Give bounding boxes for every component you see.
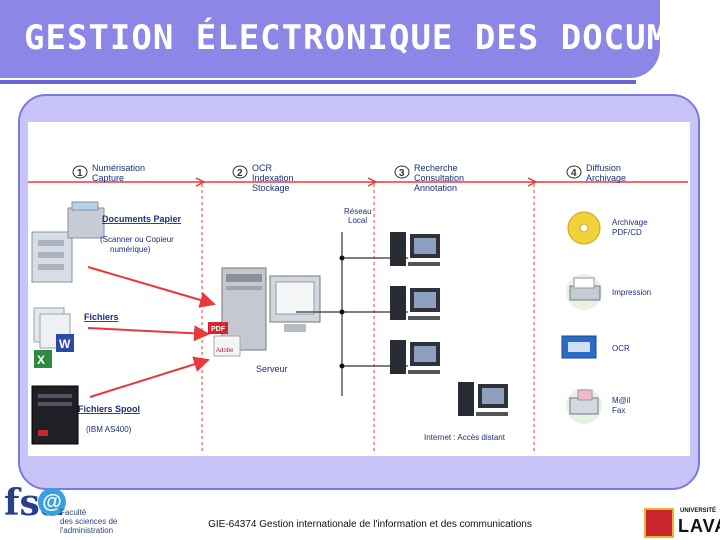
step-label: Diffusion	[586, 163, 621, 173]
output-label: PDF/CD	[612, 228, 642, 237]
output-label: OCR	[612, 344, 630, 353]
workstation-icon	[390, 286, 440, 320]
step-number: 1	[77, 168, 83, 179]
source-papier-label: Documents Papier	[102, 214, 182, 224]
diagram-panel: 1 Numérisation Capture 2 OCR Indexation …	[28, 122, 690, 456]
adobe-doc-text: Adobe	[216, 348, 234, 354]
remote-workstation-icon	[458, 382, 508, 416]
output-label: Archivage	[612, 218, 648, 227]
output-label: Fax	[612, 406, 625, 415]
timeline-arrow	[527, 177, 538, 187]
step-3: 3 Recherche Consultation Annotation	[394, 163, 464, 193]
output-label: Impression	[612, 288, 651, 297]
flow-arrow-papier	[87, 266, 216, 308]
ged-diagram: 1 Numérisation Capture 2 OCR Indexation …	[28, 163, 688, 452]
step-number-badge	[72, 165, 88, 179]
svg-text:X: X	[37, 353, 45, 367]
source-papier-note: numérique)	[110, 245, 151, 254]
adobe-doc-icon	[213, 335, 241, 357]
step-label: Consultation	[414, 173, 464, 183]
network-label: Réseau	[344, 207, 372, 216]
laval-logo: UNIVERSITÉ LAVAL	[640, 506, 720, 540]
source-papier-note: (Scanner ou Copieur	[100, 235, 174, 244]
source-spool-note: (IBM AS400)	[86, 425, 132, 434]
fsa-logo-at: @	[38, 488, 66, 516]
step-label: Recherche	[414, 163, 458, 173]
server-label: Serveur	[256, 364, 288, 374]
step-number: 4	[571, 168, 577, 179]
printer-icon	[566, 274, 602, 310]
pdf-badge-icon	[208, 322, 228, 334]
step-1: 1 Numérisation Capture	[72, 163, 145, 183]
slide-title: GESTION ÉLECTRONIQUE DES DOCUMENTS	[24, 18, 720, 58]
scanner-icon	[31, 201, 105, 283]
network-label: Local	[348, 216, 367, 225]
output-label: M@il	[612, 396, 631, 405]
laval-crest-icon	[644, 508, 674, 538]
laval-logo-big: LAVAL	[678, 516, 720, 536]
step-number: 3	[399, 168, 405, 179]
source-fichiers-label: Fichiers	[84, 312, 119, 322]
timeline-arrow	[367, 177, 378, 187]
step-label: Capture	[92, 173, 124, 183]
step-number-badge	[394, 165, 410, 179]
workstation-icon	[390, 340, 440, 374]
title-band	[0, 0, 660, 78]
step-number-badge	[232, 165, 248, 179]
workstation-icon	[390, 232, 440, 266]
svg-text:W: W	[59, 337, 71, 351]
step-2: 2 OCR Indexation Stockage	[232, 163, 294, 193]
as400-server-icon	[31, 385, 79, 445]
ocr-software-icon	[561, 335, 597, 359]
step-number: 2	[237, 168, 243, 179]
word-icon	[56, 334, 74, 352]
fsa-logo-name: Faculté des sciences de l'administration	[60, 508, 118, 535]
timeline-arrow	[195, 177, 206, 187]
cd-icon	[567, 211, 601, 245]
laval-logo-small: UNIVERSITÉ	[680, 508, 717, 514]
fsa-logo: fsa @ Faculté des sciences de l'administ…	[4, 482, 154, 538]
internet-label: Internet : Accès distant	[424, 433, 506, 442]
monitor-icon	[269, 275, 321, 332]
step-label: Archivage	[586, 173, 626, 183]
title-underline	[0, 80, 636, 84]
step-label: Numérisation	[92, 163, 145, 173]
pdf-badge-text: PDF	[211, 326, 226, 333]
footer-course-text: GIE-64374 Gestion internationale de l'in…	[208, 519, 532, 530]
step-number-badge	[566, 165, 582, 179]
mail-fax-icon	[566, 388, 602, 424]
step-label: Stockage	[252, 183, 290, 193]
excel-icon	[34, 350, 52, 368]
step-label: OCR	[252, 163, 273, 173]
step-label: Annotation	[414, 183, 457, 193]
flow-arrow-fichiers	[87, 325, 210, 342]
step-4: 4 Diffusion Archivage	[566, 163, 626, 183]
flow-arrow-spool	[89, 356, 210, 398]
source-spool-label: Fichiers Spool	[78, 404, 140, 414]
step-label: Indexation	[252, 173, 294, 183]
